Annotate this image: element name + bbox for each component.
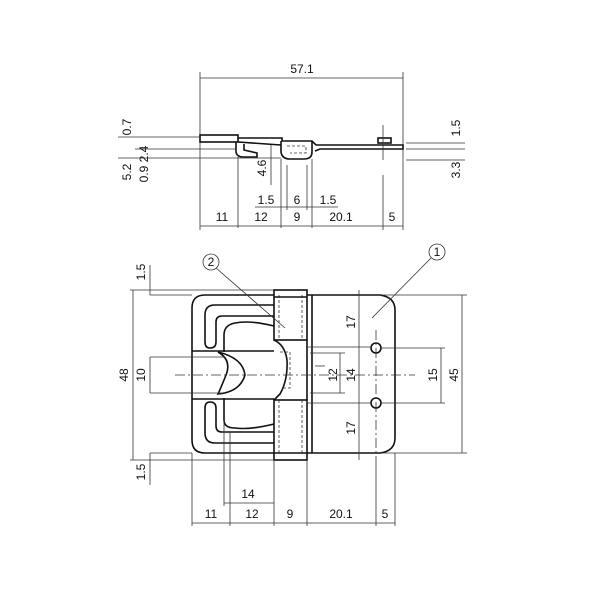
hinge-knuckle-bottom (273, 399, 308, 461)
dim-plan-15: 15 (426, 368, 440, 382)
dim-side-bottom-20.1: 20.1 (329, 210, 353, 224)
callout-1-circle (428, 243, 446, 261)
dim-side-right-3.3: 3.3 (449, 161, 463, 178)
dim-plan-bottom-9: 9 (287, 507, 294, 521)
dim-plan-top-1.5: 1.5 (134, 263, 148, 280)
hinge-plate (307, 294, 396, 454)
dim-plan-bottom-12: 12 (245, 507, 259, 521)
dim-side-0.7: 0.7 (120, 118, 134, 135)
callout-2: 2 (208, 255, 215, 269)
callout-1: 1 (434, 245, 441, 259)
dim-overall-length: 57.1 (290, 62, 314, 76)
dim-side-0.9: 0.9 (137, 165, 151, 182)
dim-plan-bottom-20.1: 20.1 (329, 507, 353, 521)
dim-plan-bottom-5: 5 (382, 507, 389, 521)
dim-side-2.4: 2.4 (137, 145, 151, 162)
dim-side-bottom-5: 5 (389, 210, 396, 224)
dim-plan-14: 14 (344, 368, 358, 382)
dim-plan-48: 48 (117, 368, 131, 382)
dim-plan-17-top: 17 (344, 315, 358, 329)
dim-plan-17-bottom: 17 (344, 421, 358, 435)
plan-view: 1.5 48 10 1.5 17 17 12 14 15 45 2 1 14 (117, 243, 467, 526)
dim-plan-14-slot: 14 (241, 487, 255, 501)
hinge-knuckle-top (273, 289, 308, 341)
callout-2-circle (202, 253, 220, 271)
side-view: 57.1 0.7 2.4 5.2 0.9 1.5 3.3 4.6 1.5 6 (118, 62, 465, 230)
dim-side-5.2: 5.2 (120, 163, 134, 180)
dim-cup-1.5-left: 1.5 (258, 193, 275, 207)
dim-plan-45: 45 (447, 368, 461, 382)
dim-side-bottom-11: 11 (216, 210, 229, 224)
dim-depth: 4.6 (255, 159, 269, 176)
dim-plan-bottom-11: 11 (205, 507, 218, 521)
dim-cup-1.5-right: 1.5 (320, 193, 337, 207)
dim-side-right-1.5: 1.5 (449, 119, 463, 136)
dim-plan-12: 12 (326, 368, 340, 382)
dim-side-bottom-12: 12 (254, 210, 268, 224)
hinge-profile (199, 134, 404, 160)
buckle-frame (191, 294, 274, 454)
dim-cup-6: 6 (294, 193, 301, 207)
dim-plan-bottom-1.5: 1.5 (134, 463, 148, 480)
dim-side-bottom-9: 9 (294, 210, 301, 224)
dim-plan-10: 10 (134, 368, 148, 382)
